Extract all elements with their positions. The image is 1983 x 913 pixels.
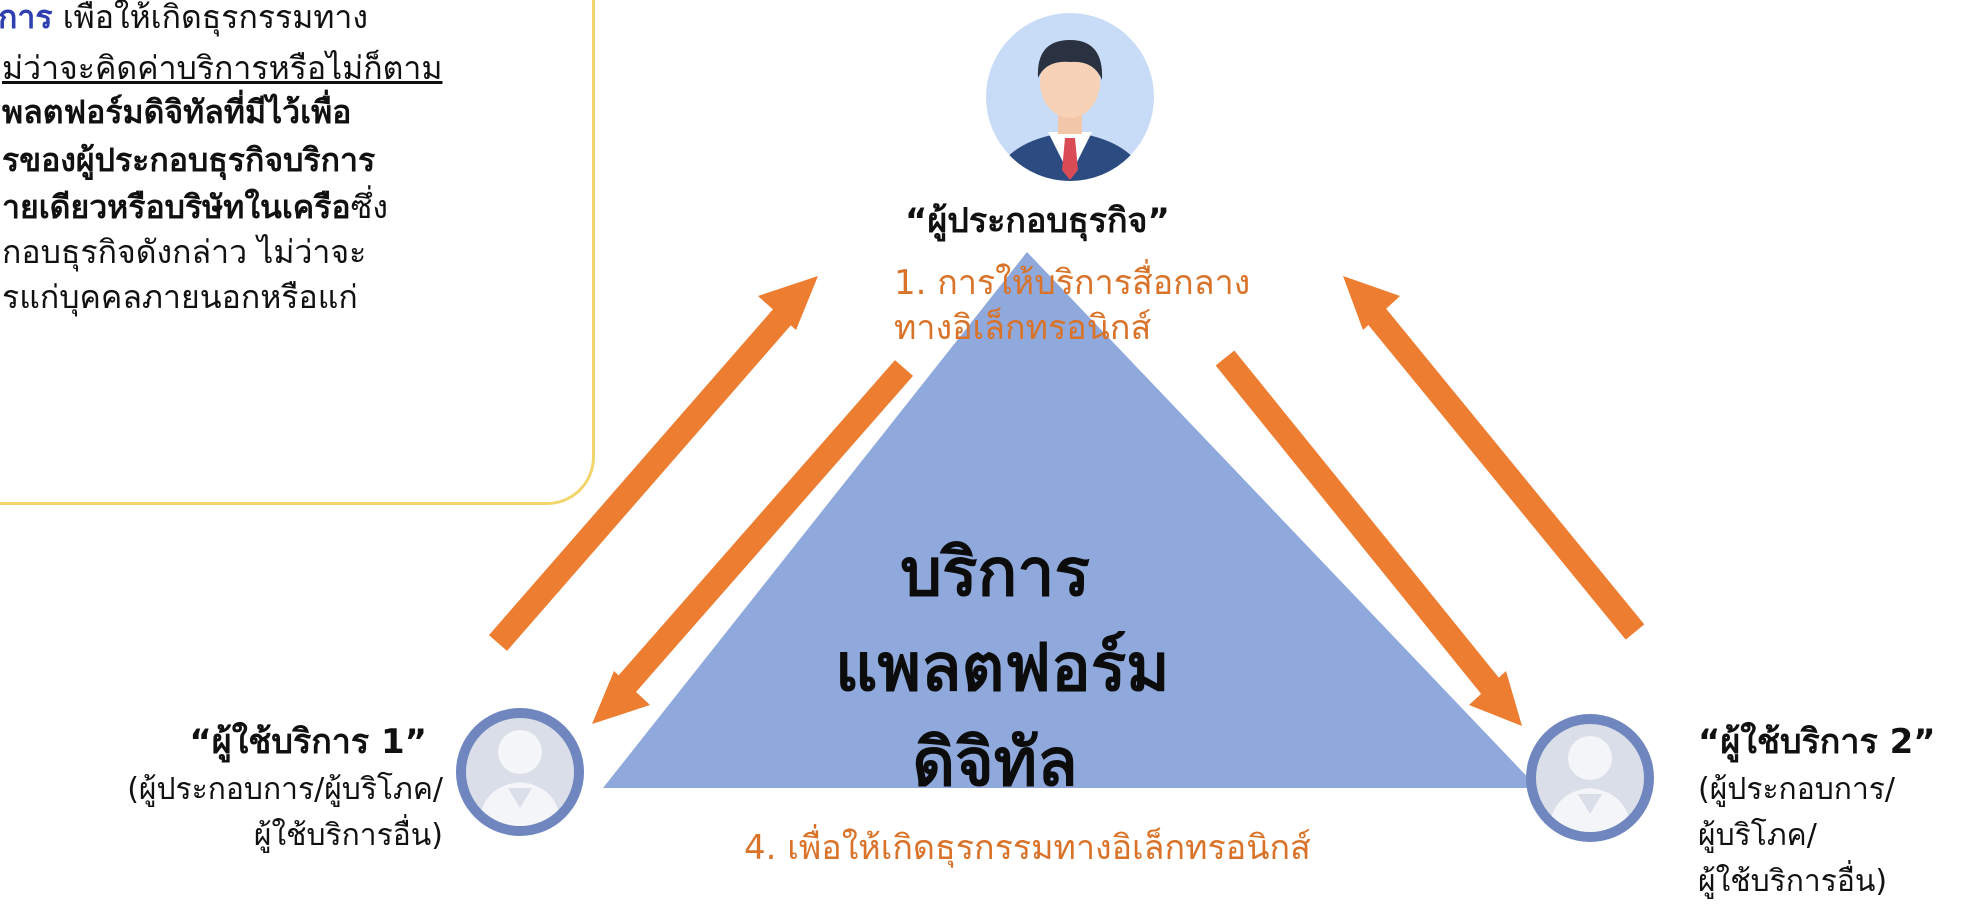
arrow-right-downward <box>1215 350 1522 726</box>
definition-text-box <box>0 0 595 505</box>
text-line-7: รแก่บุคคลภายนอกหรือแก่ <box>2 278 358 316</box>
right-actor-title: “ผู้ใช้บริการ 2” <box>1698 722 1936 762</box>
center-title: บริการ แพลตฟอร์ม ดิจิทัล <box>835 525 1170 810</box>
text-line-3: พลตฟอร์มดิจิทัลที่มีไว้เพื่อ <box>2 93 352 131</box>
text-line-4: รของผู้ประกอบธุรกิจบริการ <box>2 141 376 179</box>
text-line-5: ายเดียวหรือบริษัทในเครือซึ่ง <box>2 188 388 226</box>
top-actor-title: “ผู้ประกอบธุรกิจ” <box>905 201 1170 241</box>
left-actor-sub1: (ผู้ประกอบการ/ผู้บริโภค/ <box>127 772 443 807</box>
right-actor-sub3: ผู้ใช้บริการอื่น) <box>1698 864 1888 899</box>
left-actor-title: “ผู้ใช้บริการ 1” <box>189 722 427 762</box>
businessman-icon <box>986 13 1154 181</box>
right-actor-sub2: ผู้บริโภค/ <box>1698 818 1817 853</box>
right-actor-sub1: (ผู้ประกอบการ/ <box>1698 772 1896 807</box>
center-title-line2: แพลตฟอร์ม <box>835 629 1170 706</box>
user-icon <box>1526 714 1654 842</box>
arrow-left-upward <box>488 276 818 651</box>
text-line-6: กอบธุรกิจดังกล่าว ไม่ว่าจะ <box>2 233 367 271</box>
text-line-2: ม่ว่าจะคิดค่าบริการหรือไม่ก็ตาม <box>2 49 443 87</box>
left-actor-sub2: ผู้ใช้บริการอื่น) <box>253 818 443 853</box>
label-3-line1: 3. เพื่อให้เกิดการเชื่อมต่อกัน <box>1303 287 1576 601</box>
label-1-line1: 1. การให้บริการสื่อกลาง <box>894 263 1251 303</box>
arrow-left-downward <box>592 360 914 724</box>
center-title-line3: ดิจิทัล <box>912 724 1078 801</box>
user-icon <box>456 708 584 836</box>
label-1-line2: ทางอิเล็กทรอนิกส์ <box>894 308 1152 348</box>
arrow-right-upward <box>1343 276 1645 640</box>
text-line-1: การ เพื่อให้เกิดธุรกรรมทาง <box>0 0 369 36</box>
platform-triangle <box>603 252 1538 788</box>
center-title-line1: บริการ <box>900 534 1090 611</box>
label-4: 4. เพื่อให้เกิดธุรกรรมทางอิเล็กทรอนิกส์ <box>744 828 1311 868</box>
